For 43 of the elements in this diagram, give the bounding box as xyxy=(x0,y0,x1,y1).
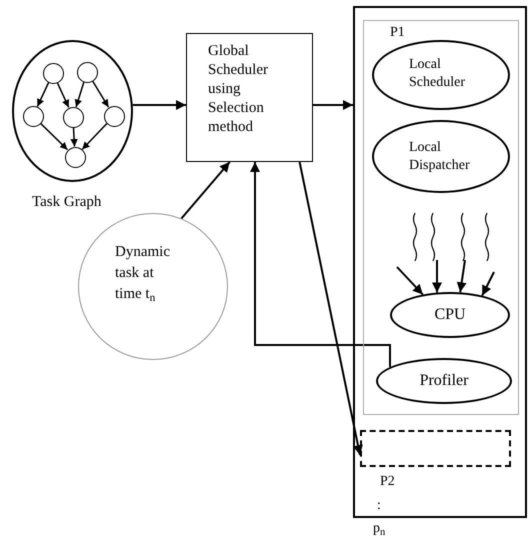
arrow xyxy=(40,122,68,150)
process-ellipse xyxy=(376,358,512,404)
node-text: CPU xyxy=(434,305,466,325)
arrow xyxy=(70,127,78,147)
node-text: Local Scheduler xyxy=(409,57,465,90)
arrow xyxy=(82,123,108,150)
arrow xyxy=(396,266,424,296)
caption-text: Task Graph xyxy=(32,194,102,210)
processor-panel xyxy=(363,20,519,415)
task-circle xyxy=(78,213,228,360)
arrow xyxy=(250,162,391,367)
arrow xyxy=(92,80,110,108)
task-node-circle xyxy=(62,106,84,128)
processor-label: p$_{n}$ xyxy=(373,521,386,537)
process-ellipse xyxy=(372,120,510,193)
arrow xyxy=(36,82,50,107)
task-node-circle xyxy=(104,106,124,126)
arrow xyxy=(313,100,353,110)
task-node-circle xyxy=(64,146,86,168)
dashed-box xyxy=(360,430,511,467)
process-ellipse xyxy=(390,292,510,338)
task-node-circle xyxy=(42,62,64,84)
arrow xyxy=(432,260,442,292)
processor-label: P2 xyxy=(380,474,395,490)
arrow xyxy=(56,82,70,108)
task-node-circle xyxy=(22,106,44,126)
arrow xyxy=(132,100,186,110)
node-text: Dynamic task at time t$_{n}$ xyxy=(115,244,170,302)
node-text: P1 xyxy=(390,25,405,40)
node-text: Profiler xyxy=(420,371,468,391)
arrow xyxy=(74,82,85,108)
process-ellipse xyxy=(372,40,510,110)
task-graph-ellipse xyxy=(12,40,133,182)
node-text: Global Scheduler using Selection method xyxy=(208,43,268,135)
arrow xyxy=(456,260,467,292)
task-node-circle xyxy=(76,62,98,82)
processor-frame xyxy=(353,6,527,518)
arrow xyxy=(298,162,363,456)
process-box xyxy=(186,33,313,162)
arrow xyxy=(481,272,495,296)
node-text: Local Dispatcher xyxy=(409,140,470,173)
arrow xyxy=(180,161,230,220)
continuation-mark: : xyxy=(377,498,381,514)
